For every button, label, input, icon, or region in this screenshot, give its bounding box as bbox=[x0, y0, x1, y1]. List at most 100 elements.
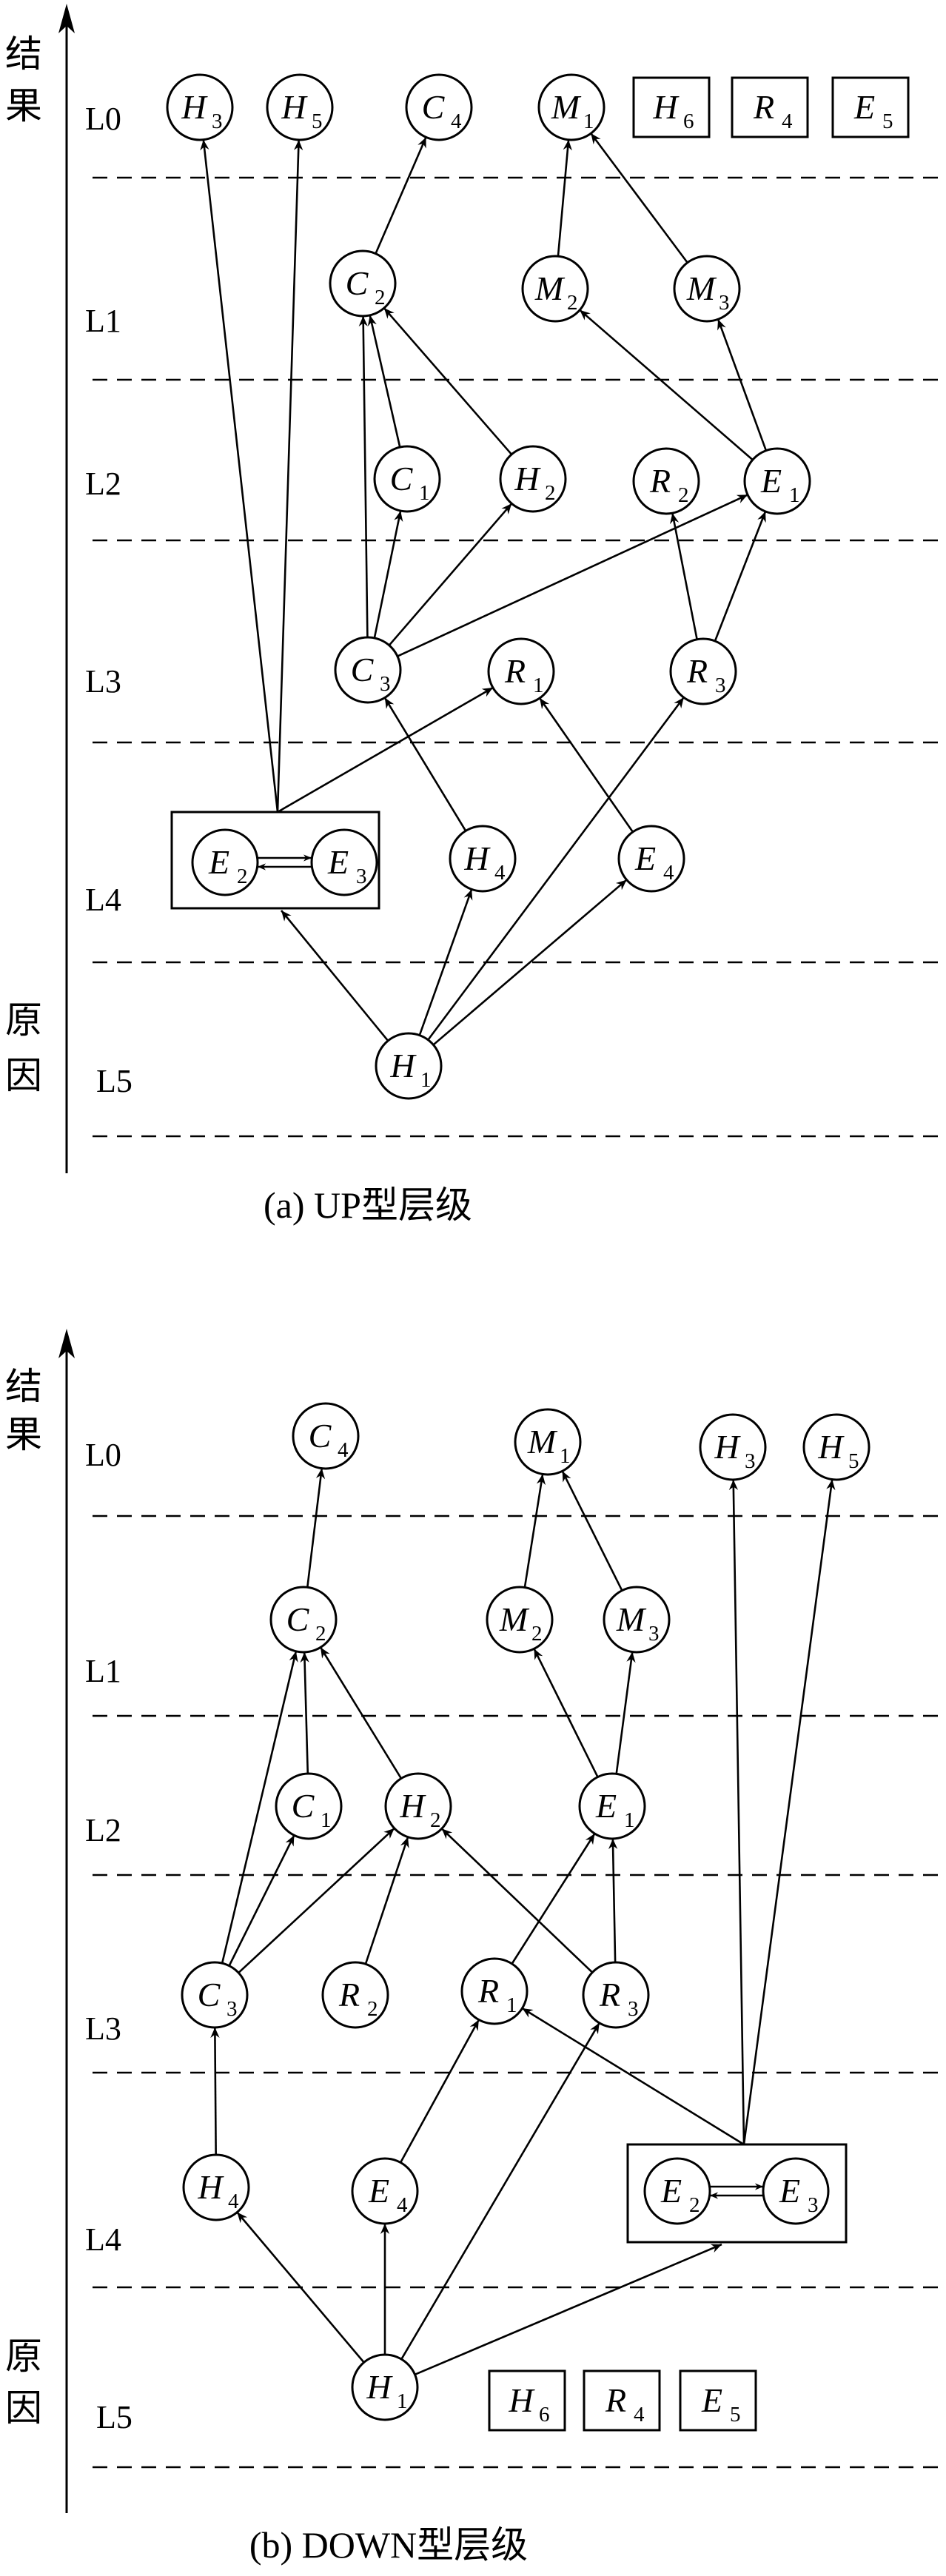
node-label: H bbox=[389, 1047, 417, 1084]
node-label: M bbox=[551, 88, 582, 126]
node-label: C bbox=[292, 1787, 315, 1825]
edge-c3-to-c2 bbox=[358, 315, 369, 638]
node-subscript: 1 bbox=[321, 1808, 332, 1832]
edge-h1-to-e2e3 bbox=[414, 2243, 722, 2376]
node-circle bbox=[334, 636, 402, 704]
level-label-l1: L1 bbox=[85, 1653, 121, 1689]
edge-c3-to-h2 bbox=[238, 1827, 395, 1974]
edge-e2e3-to-r1 bbox=[277, 686, 494, 814]
isolated-node-box bbox=[679, 2369, 757, 2432]
node-circle bbox=[643, 2157, 711, 2225]
node-subscript: 1 bbox=[420, 1068, 432, 1092]
edge-h4-to-c3 bbox=[383, 697, 467, 832]
node-circle bbox=[743, 447, 811, 515]
node-circle bbox=[673, 255, 741, 323]
node-subscript: 2 bbox=[678, 483, 689, 507]
node-circle bbox=[375, 1032, 443, 1100]
node-subscript: 1 bbox=[583, 110, 594, 133]
node-label: H bbox=[197, 2168, 224, 2206]
level-label-l5: L5 bbox=[96, 2399, 132, 2435]
node-subscript: 3 bbox=[227, 1997, 238, 2021]
edge-h1-to-r3 bbox=[400, 2022, 600, 2360]
level-label-l4: L4 bbox=[85, 2221, 121, 2258]
node-subscript: 3 bbox=[745, 1449, 756, 1473]
panel-caption: (b) DOWN型层级 bbox=[249, 2524, 528, 2566]
node-label: E bbox=[760, 462, 782, 500]
node-subscript: 2 bbox=[375, 286, 386, 309]
strongly-connected-group-e2-e3 bbox=[170, 811, 380, 910]
edge-m3-to-m1 bbox=[590, 133, 688, 264]
node-label: C bbox=[309, 1417, 332, 1455]
axis-bottom-label-char: 原 bbox=[5, 2335, 42, 2378]
node-circle bbox=[384, 1772, 452, 1840]
level-label-l0: L0 bbox=[85, 1437, 121, 1473]
isolated-node-box bbox=[831, 76, 910, 138]
edge-c3-to-c2 bbox=[221, 1651, 298, 1964]
panel-caption: (a) UP型层级 bbox=[264, 1184, 472, 1226]
level-label-l4: L4 bbox=[85, 882, 121, 918]
node-subscript: 6 bbox=[683, 110, 694, 133]
edge-h2-to-c2 bbox=[319, 1646, 403, 1780]
node-label: R bbox=[649, 462, 671, 500]
node-circle bbox=[487, 637, 555, 705]
node-label: H bbox=[181, 88, 208, 126]
level-label-l3: L3 bbox=[85, 663, 121, 700]
node-circle bbox=[269, 1586, 338, 1654]
isolated-node-box bbox=[583, 2369, 661, 2432]
node-circle bbox=[632, 447, 700, 515]
level-label-l2: L2 bbox=[85, 1812, 121, 1848]
level-label-l5: L5 bbox=[96, 1063, 132, 1099]
edge-e1-to-m2 bbox=[533, 1648, 599, 1778]
node-label: C bbox=[346, 264, 369, 302]
node-subscript: 5 bbox=[848, 1449, 859, 1473]
node-circle bbox=[405, 73, 473, 141]
edge-h2-to-c2 bbox=[383, 307, 513, 455]
node-circle bbox=[310, 828, 378, 896]
node-label: M bbox=[534, 269, 566, 307]
node-circle bbox=[329, 249, 397, 318]
node-subscript: 5 bbox=[882, 110, 893, 133]
node-label: C bbox=[422, 88, 446, 126]
node-label: M bbox=[527, 1423, 558, 1460]
node-subscript: 4 bbox=[451, 110, 462, 133]
edge-m2-to-m1 bbox=[523, 1474, 546, 1588]
node-subscript: 4 bbox=[228, 2190, 239, 2213]
node-label: H bbox=[463, 839, 491, 877]
node-label: H bbox=[281, 88, 308, 126]
edge-e1-to-m3 bbox=[615, 1651, 636, 1774]
node-circle bbox=[499, 445, 567, 513]
node-subscript: 4 bbox=[634, 2403, 645, 2426]
node-subscript: 2 bbox=[430, 1808, 441, 1832]
node-subscript: 1 bbox=[419, 481, 430, 505]
node-subscript: 3 bbox=[380, 672, 391, 696]
node-subscript: 6 bbox=[539, 2403, 550, 2426]
node-subscript: 4 bbox=[663, 861, 674, 885]
node-subscript: 1 bbox=[506, 1993, 517, 2017]
edge-c3-to-c1 bbox=[228, 1834, 295, 1967]
node-label: R bbox=[686, 652, 708, 690]
node-label: E bbox=[595, 1787, 617, 1825]
edge-r3-to-e1 bbox=[714, 511, 767, 642]
node-circle bbox=[460, 1957, 529, 2025]
edge-e1-to-m2 bbox=[579, 309, 754, 461]
edge-e2e3-to-h5 bbox=[276, 139, 303, 813]
node-label: C bbox=[198, 1976, 221, 2013]
node-label: E bbox=[853, 88, 875, 126]
node-subscript: 3 bbox=[808, 2193, 819, 2217]
edge-e2e3-to-h5 bbox=[742, 1479, 836, 2145]
